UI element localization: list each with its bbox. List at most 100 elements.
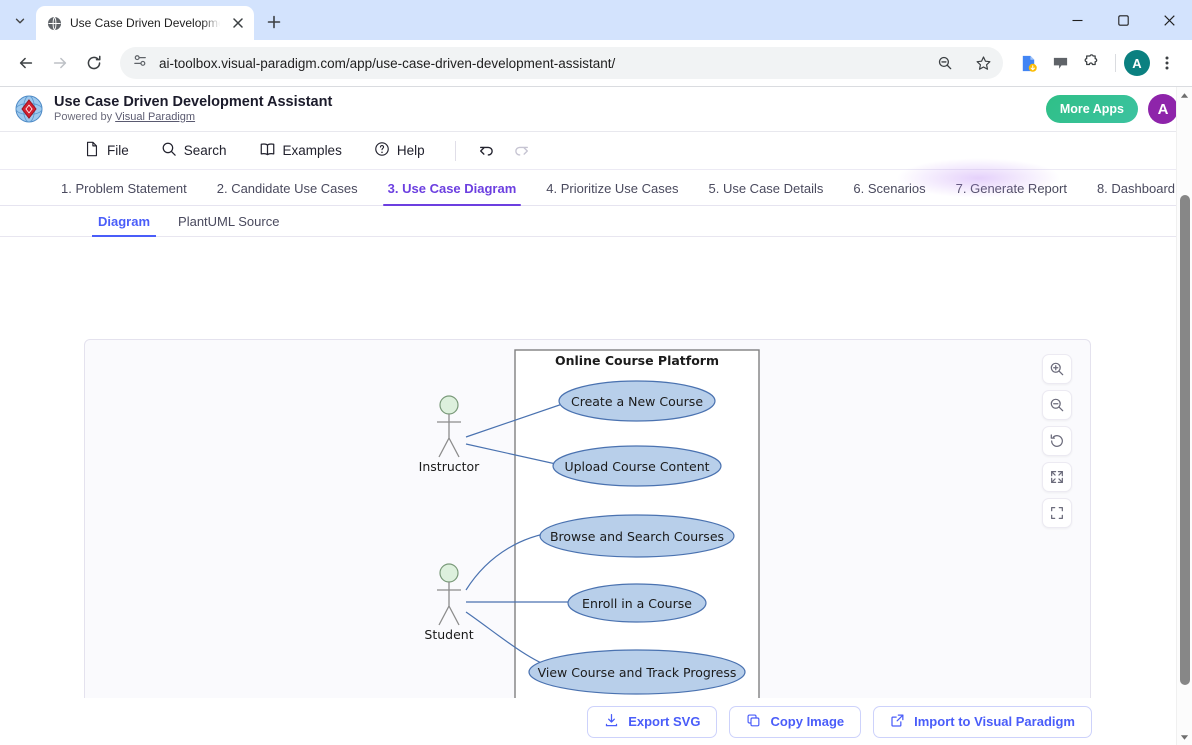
visual-paradigm-logo-icon xyxy=(14,94,44,124)
visual-paradigm-link[interactable]: Visual Paradigm xyxy=(115,111,196,124)
svg-text:View Course and Track Progress: View Course and Track Progress xyxy=(538,665,737,680)
copy-image-button[interactable]: Copy Image xyxy=(729,705,862,738)
new-tab-button[interactable] xyxy=(260,8,288,36)
chrome-menu-icon[interactable] xyxy=(1152,48,1182,78)
svg-text:Student: Student xyxy=(424,627,473,642)
menu-divider xyxy=(454,140,456,161)
step-tab-8[interactable]: 8. Dashboard xyxy=(1096,181,1176,196)
step-tab-4[interactable]: 4. Prioritize Use Cases xyxy=(546,181,679,196)
back-icon[interactable] xyxy=(10,47,42,79)
zoom-out-icon[interactable] xyxy=(1042,390,1072,420)
menu-item-help[interactable]: Help xyxy=(358,136,441,166)
browser-tab[interactable]: Use Case Driven Development A xyxy=(36,6,254,40)
use-case-view-course-and-track-progress: View Course and Track Progress xyxy=(528,649,746,695)
svg-text:Create a New Course: Create a New Course xyxy=(571,394,703,409)
copy-icon xyxy=(746,713,761,731)
scroll-up-arrow-icon[interactable] xyxy=(1177,87,1192,103)
browser-toolbar: ai-toolbox.visual-paradigm.com/app/use-c… xyxy=(0,40,1192,87)
use-case-diagram-svg: Online Course Platform Instructor St xyxy=(419,349,760,745)
menu-item-file-label: File xyxy=(107,143,129,158)
export-svg-label: Export SVG xyxy=(628,714,701,729)
copy-image-label: Copy Image xyxy=(770,714,845,729)
export-svg-button[interactable]: Export SVG xyxy=(587,705,718,738)
use-case-create-a-new-course: Create a New Course xyxy=(558,380,716,422)
tab-search-chevron-icon[interactable] xyxy=(6,7,34,35)
globe-icon xyxy=(46,15,62,31)
powered-by-prefix: Powered by xyxy=(54,111,116,124)
diagram-action-bar: Export SVG Copy Image Import to Visual P… xyxy=(0,698,1192,745)
step-tab-7[interactable]: 7. Generate Report xyxy=(955,181,1067,196)
page-content: Use Case Driven Development Assistant Po… xyxy=(0,87,1192,745)
step-tab-6[interactable]: 6. Scenarios xyxy=(853,181,926,196)
fit-screen-icon[interactable] xyxy=(1042,462,1072,492)
use-case-browse-and-search-courses: Browse and Search Courses xyxy=(539,514,735,558)
scrollbar-track-upper[interactable] xyxy=(1177,103,1192,195)
diagram-sub-tabs: Diagram PlantUML Source xyxy=(0,206,1192,237)
toolbar-divider xyxy=(1115,54,1116,72)
diagram-canvas[interactable]: Online Course Platform Instructor St xyxy=(84,339,1091,745)
step-tab-3[interactable]: 3. Use Case Diagram xyxy=(373,181,532,206)
canvas-toolbar xyxy=(1042,354,1072,528)
step-tab-2[interactable]: 2. Candidate Use Cases xyxy=(216,181,358,196)
download-icon xyxy=(604,713,619,731)
step-tab-1[interactable]: 1. Problem Statement xyxy=(61,181,187,196)
browser-tab-strip: Use Case Driven Development A xyxy=(0,0,1192,40)
fullscreen-icon[interactable] xyxy=(1042,498,1072,528)
minimize-button[interactable] xyxy=(1054,0,1100,40)
extensions-puzzle-icon[interactable] xyxy=(1077,48,1107,78)
menu-item-search-label: Search xyxy=(183,143,227,158)
site-settings-icon[interactable] xyxy=(132,52,149,74)
menu-item-file[interactable]: File xyxy=(68,136,145,166)
address-bar[interactable]: ai-toolbox.visual-paradigm.com/app/use-c… xyxy=(120,47,1003,79)
maximize-button[interactable] xyxy=(1100,0,1146,40)
question-circle-icon xyxy=(374,141,390,160)
actor-student: Student xyxy=(424,563,474,642)
zoom-in-icon[interactable] xyxy=(1042,354,1072,384)
app-menu-bar: File Search Examples Help xyxy=(0,132,1192,170)
app-header: Use Case Driven Development Assistant Po… xyxy=(0,87,1192,132)
clipboard-extension-icon[interactable] xyxy=(1045,48,1075,78)
system-boundary-label: Online Course Platform xyxy=(555,353,719,368)
svg-text:Instructor: Instructor xyxy=(419,459,481,474)
zoom-page-icon[interactable] xyxy=(931,49,959,77)
svg-text:Browse and Search Courses: Browse and Search Courses xyxy=(550,529,724,544)
browser-tab-title: Use Case Driven Development A xyxy=(70,16,220,30)
scrollbar-thumb[interactable] xyxy=(1180,195,1190,685)
bookmark-star-icon[interactable] xyxy=(969,49,997,77)
import-label: Import to Visual Paradigm xyxy=(914,714,1075,729)
forward-icon[interactable] xyxy=(44,47,76,79)
external-link-icon xyxy=(890,713,905,731)
search-icon xyxy=(161,141,177,160)
window-close-button[interactable] xyxy=(1146,0,1192,40)
menu-item-help-label: Help xyxy=(396,143,425,158)
actor-instructor: Instructor xyxy=(419,395,481,474)
menu-item-examples-label: Examples xyxy=(282,143,342,158)
use-case-enroll-in-a-course: Enroll in a Course xyxy=(567,583,707,623)
file-icon xyxy=(84,141,100,160)
page-title: Use Case Driven Development Assistant xyxy=(54,94,333,111)
page-scrollbar[interactable] xyxy=(1176,87,1192,745)
close-icon[interactable] xyxy=(228,13,248,33)
extension-doc-icon[interactable] xyxy=(1013,48,1043,78)
book-icon xyxy=(259,141,276,161)
menu-item-search[interactable]: Search xyxy=(145,136,243,166)
sub-tab-plantuml-source[interactable]: PlantUML Source xyxy=(178,214,280,229)
powered-by-text: Powered by Visual Paradigm xyxy=(54,111,1036,124)
workflow-steps-tabs: 1. Problem Statement 2. Candidate Use Ca… xyxy=(0,158,1192,206)
sub-tab-diagram[interactable]: Diagram xyxy=(84,214,164,237)
menu-item-examples[interactable]: Examples xyxy=(243,136,358,166)
step-tab-5[interactable]: 5. Use Case Details xyxy=(708,181,824,196)
undo-icon[interactable] xyxy=(470,136,504,166)
redo-icon[interactable] xyxy=(504,136,538,166)
more-apps-button[interactable]: More Apps xyxy=(1045,95,1138,123)
url-text: ai-toolbox.visual-paradigm.com/app/use-c… xyxy=(159,55,616,71)
use-case-upload-course-content: Upload Course Content xyxy=(552,445,722,487)
reset-view-icon[interactable] xyxy=(1042,426,1072,456)
chrome-profile-avatar[interactable]: A xyxy=(1124,50,1150,76)
app-title-block: Use Case Driven Development Assistant Po… xyxy=(54,94,1036,123)
user-avatar[interactable]: A xyxy=(1148,94,1178,124)
scroll-down-arrow-icon[interactable] xyxy=(1177,729,1192,745)
import-to-visual-paradigm-button[interactable]: Import to Visual Paradigm xyxy=(873,705,1092,738)
window-controls xyxy=(1054,0,1192,40)
reload-icon[interactable] xyxy=(78,47,110,79)
